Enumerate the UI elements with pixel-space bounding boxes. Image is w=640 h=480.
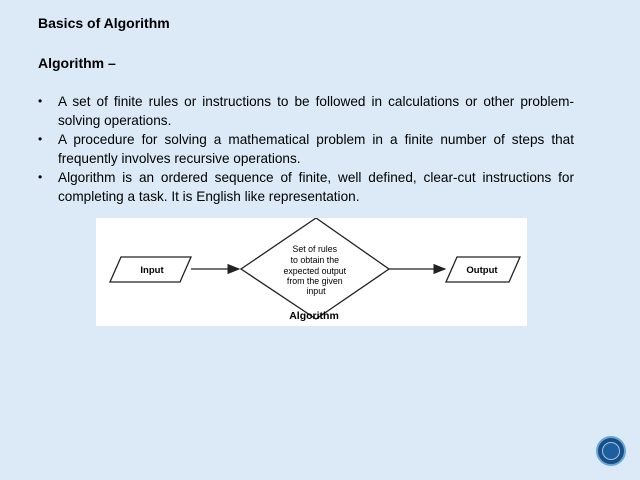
algorithm-diagram: Input Set of rules to obtain the expecte… (96, 218, 527, 326)
slide-subtitle: Algorithm – (38, 55, 116, 71)
process-text: Set of rules to obtain the expected outp… (283, 244, 348, 296)
bullet-text: A set of finite rules or instructions to… (58, 94, 574, 128)
input-label: Input (140, 265, 164, 276)
bullet-item: • Algorithm is an ordered sequence of fin… (38, 168, 574, 206)
process-line: expected output (283, 266, 346, 276)
circle-nav-icon[interactable] (596, 436, 626, 466)
process-line: Set of rules (293, 244, 338, 254)
bullet-text: A procedure for solving a mathematical p… (58, 132, 574, 166)
process-line: from the given (287, 276, 343, 286)
bullet-icon: • (38, 170, 43, 184)
flowchart: Input Set of rules to obtain the expecte… (109, 218, 521, 322)
bullet-list: • A set of finite rules or instructions t… (38, 92, 574, 206)
bullet-icon: • (38, 94, 43, 108)
slide-title: Basics of Algorithm (38, 15, 170, 31)
diagram-caption: Algorithm (289, 310, 339, 322)
process-line: input (306, 286, 326, 296)
nav-button-inner (602, 442, 620, 460)
process-diamond (239, 218, 391, 320)
process-line: to obtain the (291, 255, 340, 265)
output-shape (445, 256, 521, 283)
input-shape (109, 256, 192, 283)
output-label: Output (466, 265, 498, 276)
bullet-item: • A procedure for solving a mathematical … (38, 130, 574, 168)
bullet-text: Algorithm is an ordered sequence of fini… (58, 170, 574, 204)
bullet-item: • A set of finite rules or instructions t… (38, 92, 574, 130)
bullet-icon: • (38, 132, 43, 146)
